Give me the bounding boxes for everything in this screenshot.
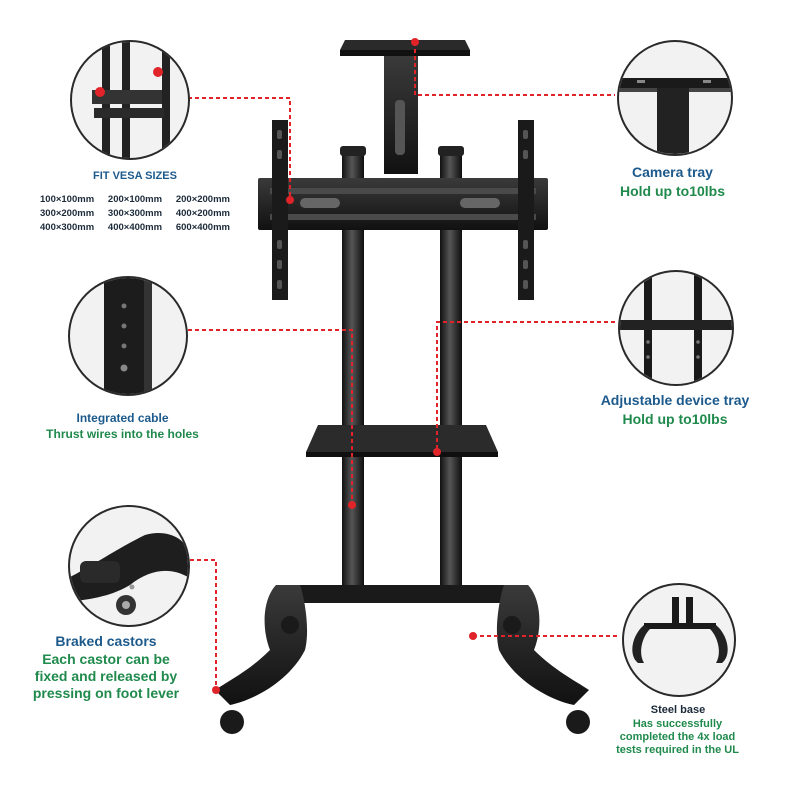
- camera-tray-detail-circle: [617, 40, 733, 156]
- callout-dots: [212, 38, 477, 694]
- castors-line3: pressing on foot lever: [32, 685, 180, 701]
- vesa-detail-circle: [70, 40, 190, 160]
- castor-detail-circle: [68, 505, 190, 627]
- device-tray-detail-circle: [618, 270, 734, 386]
- vesa-title: FIT VESA SIZES: [93, 170, 177, 182]
- vesa-sizes-grid: 100×100mm 200×100mm 200×200mm 300×200mm …: [40, 193, 230, 235]
- vesa-size: 300×200mm: [40, 208, 95, 219]
- device-tray-subtitle: Hold up to10lbs: [622, 411, 728, 427]
- device-tray: [306, 425, 498, 457]
- cable-title: Integrated cable: [76, 411, 169, 425]
- vesa-row: 300×200mm 300×300mm 400×200mm: [40, 207, 230, 221]
- vesa-size: 400×300mm: [40, 222, 95, 233]
- cable-subtitle: Thrust wires into the holes: [46, 427, 199, 441]
- base-line1: Has successfully: [632, 718, 723, 730]
- base-detail-circle: [622, 583, 736, 697]
- vesa-size: 200×200mm: [175, 194, 230, 205]
- vesa-size: 400×200mm: [175, 208, 230, 219]
- castors-line2: fixed and released by: [34, 668, 178, 684]
- camera-tray: [340, 40, 470, 174]
- base-line2: completed the 4x load: [619, 731, 736, 743]
- vesa-size: 200×100mm: [107, 194, 163, 205]
- castors-line1: Each castor can be: [42, 651, 170, 667]
- callout-lines: [188, 42, 620, 690]
- vesa-size: 100×100mm: [40, 194, 95, 205]
- base-title: Steel base: [650, 704, 706, 716]
- base-line3: tests required in the UL: [616, 744, 739, 756]
- steel-base: [215, 585, 590, 734]
- device-tray-title: Adjustable device tray: [600, 392, 750, 408]
- vesa-size: 600×400mm: [175, 222, 230, 233]
- camera-tray-subtitle: Hold up to10lbs: [620, 183, 725, 199]
- camera-tray-title: Camera tray: [632, 164, 713, 180]
- vesa-row: 400×300mm 400×400mm 600×400mm: [40, 221, 230, 235]
- vesa-row: 100×100mm 200×100mm 200×200mm: [40, 193, 230, 207]
- vesa-size: 300×300mm: [107, 208, 163, 219]
- vesa-size: 400×400mm: [107, 222, 163, 233]
- tv-mount-bracket: [258, 120, 548, 300]
- castors-title: Braked castors: [55, 633, 157, 649]
- cable-detail-circle: [68, 276, 188, 396]
